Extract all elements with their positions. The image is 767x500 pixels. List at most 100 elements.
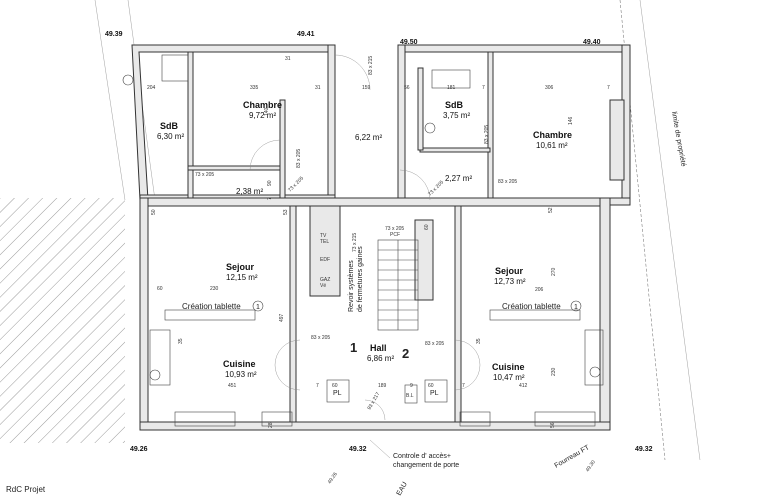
room-chambre-left-name: Chambre [243,100,282,110]
room-sejour-right-area: 12,73 m² [494,277,526,286]
pcf-label: PCF [390,232,400,238]
door-size-11: 83 x 205 [425,341,444,347]
room-sejour-right-name: Sejour [495,266,524,276]
door-size-4: 73 x 215 [352,233,358,252]
pl-left: PL [333,390,342,397]
dim-451: 451 [228,383,237,389]
door-size-2: 83 x 215 [368,56,374,75]
lot-number-1: 1 [350,340,357,355]
level-tn-left: 49.26 [327,471,339,485]
level-bottom-mid: 49.32 [349,446,367,453]
dim-140: 140 [264,107,270,116]
door-size-5: 73 x 205 [385,226,404,232]
dim-60b: 60 [332,383,338,389]
room-sejour-left-name: Sejour [226,262,255,272]
door-size-7: 73 x 205 [427,179,445,197]
room-cuisine-left-name: Cuisine [223,359,256,369]
door-size-9: 73 x 205 [287,175,305,193]
dim-31b: 31 [285,56,291,62]
room-chambre-right-name: Chambre [533,130,572,140]
wall-upper-right [397,44,631,53]
room-cuisine-right-area: 10,47 m² [493,373,525,382]
level-top-left: 49.39 [105,31,123,38]
dim-7c: 7 [316,383,319,389]
room-deg-right-area: 2,27 m² [445,174,472,183]
door-size-1: 73 x 205 [195,172,214,178]
dim-53: 53 [283,209,289,215]
dim-56b: 56 [550,422,556,428]
tablette-note-right: Création tablette [502,302,561,311]
dim-230a: 230 [210,286,219,292]
door-size-3: 83 x 205 [296,149,302,168]
level-bottom-left: 49.26 [130,446,148,453]
level-top-center: 49.50 [400,39,418,46]
dim-7a: 7 [482,85,485,91]
level-top-right: 49.40 [583,39,601,46]
room-chambre-left-area: 9,72 m² [249,111,276,120]
level-tn-right: 49.30 [585,459,597,473]
eau-label: EAU [396,481,409,497]
room-hall-area: 6,86 m² [367,354,394,363]
pl-right: PL [430,390,439,397]
gaine-tv: TV [320,233,327,239]
room-sdb-right-name: SdB [445,100,464,110]
wall-lower [139,197,611,207]
dim-306: 306 [545,85,554,91]
dim-9: 9 [410,383,413,389]
dim-159: 159 [362,85,371,91]
neighbour-hatch-left [0,198,125,443]
dim-146: 146 [568,116,574,125]
revoir-line-2: de fermetures gaines [357,246,364,312]
gaine-gaz: GAZ [320,277,330,283]
room-couloir-area: 6,22 m² [355,133,382,142]
dim-7d: 7 [462,383,465,389]
staircase [377,239,419,331]
room-chambre-right-area: 10,61 m² [536,141,568,150]
door-size-10: 83 x 205 [311,335,330,341]
room-cuisine-left-area: 10,93 m² [225,370,257,379]
dim-50: 50 [151,209,157,215]
dim-7b: 7 [607,85,610,91]
dim-7e: 7 [267,197,273,200]
room-sdb-right-area: 3,75 m² [443,111,470,120]
gaine-tel: TEL [320,239,329,245]
dim-56: 56 [404,85,410,91]
room-sejour-left-area: 12,15 m² [226,273,258,282]
dim-52: 52 [548,207,554,213]
room-sdb-left-area: 6,30 m² [157,132,184,141]
room-cuisine-right-name: Cuisine [492,362,525,372]
level-top-mid: 49.41 [297,31,315,38]
tablette-num-right: 1 [574,304,578,311]
room-deg-left-area: 2,38 m² [236,187,263,196]
tablette-note-left: Création tablette [182,302,241,311]
fourreau-label: Fourreau FT [554,444,592,470]
door-size-6: 83 x 205 [484,125,490,144]
door-size-8: 83 x 205 [498,179,517,185]
dim-28: 28 [268,422,274,428]
dim-35a: 35 [178,338,184,344]
dim-335: 335 [250,85,259,91]
limite-label: limite de propriété [670,111,687,167]
level-bottom-right: 49.32 [635,446,653,453]
dim-189: 189 [378,383,387,389]
gaine-edf: EDF [320,257,330,263]
dim-181: 181 [447,85,456,91]
dim-31: 31 [315,85,321,91]
dim-90: 90 [267,180,273,186]
dim-230b: 230 [551,367,557,376]
controle-line-2: changement de porte [393,462,459,469]
lot-number-2: 2 [402,346,409,361]
bl-label: B.L [406,393,414,399]
dim-270: 270 [551,267,557,276]
controle-line-1: Controle d' accès+ [393,453,451,460]
room-hall-name: Hall [370,343,387,353]
room-sdb-left-name: SdB [160,121,179,131]
door-size-12: 93 x 217 [367,391,382,411]
dim-412: 412 [519,383,528,389]
dim-206: 206 [535,287,544,293]
tablette-num-left: 1 [256,304,260,311]
plan-title: RdC Projet [6,485,46,494]
revoir-line-1: Revoir systèmes [348,260,355,312]
dim-60d: 60 [424,224,430,230]
